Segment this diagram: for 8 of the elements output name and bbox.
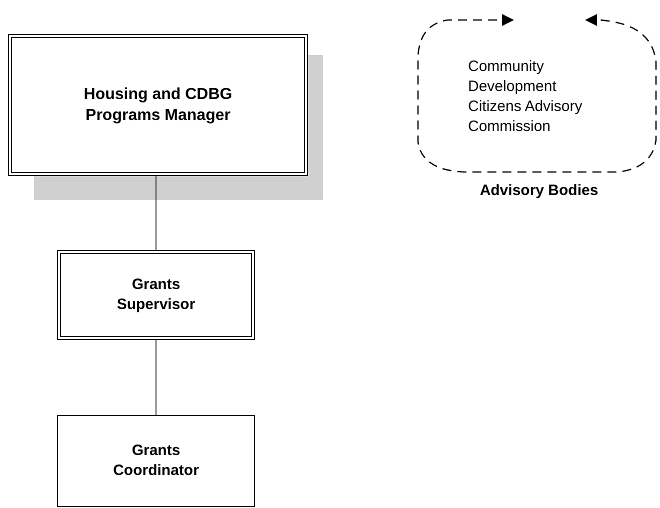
position-title: Housing and CDBG Programs Manager	[82, 85, 234, 126]
group-heading: Advisory Bodies	[478, 182, 600, 200]
position-title: Grants Supervisor	[116, 275, 196, 315]
position-title: Grants Coordinator	[112, 441, 200, 481]
commission-text: Community Development Citizens Advisory Commission	[468, 57, 584, 137]
position-box	[8, 34, 308, 176]
position-box	[57, 415, 255, 507]
position-box	[57, 250, 255, 340]
